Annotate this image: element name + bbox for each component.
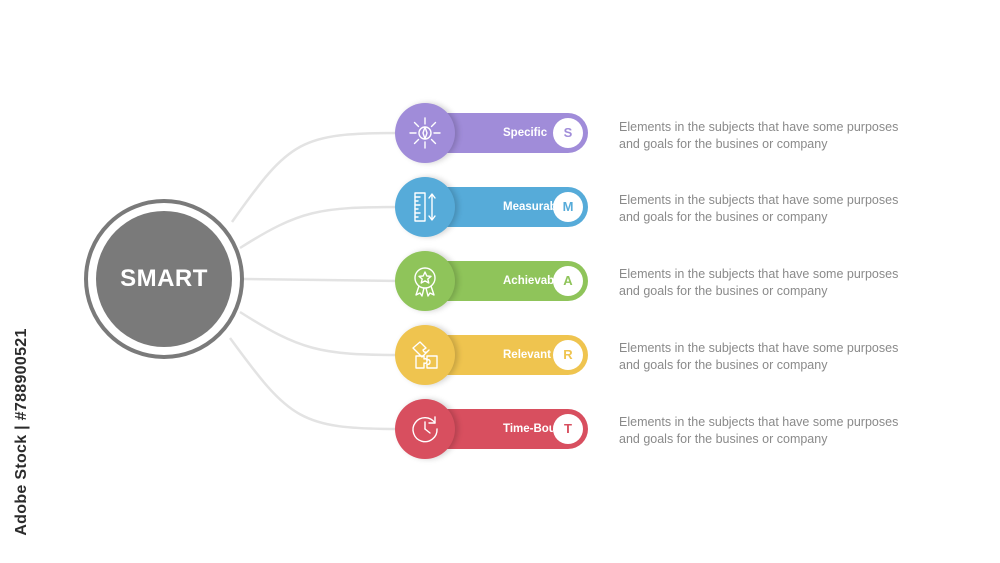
smart-item-achievable: Achievable A bbox=[395, 251, 588, 311]
watermark-text: Adobe Stock | #788900521 bbox=[13, 327, 30, 536]
ruler-icon bbox=[395, 177, 455, 237]
measurable-letter-badge: M bbox=[553, 192, 583, 222]
time-bound-description-line-2: and goals for the busines or company bbox=[619, 432, 828, 446]
relevant-label: Relevant bbox=[503, 349, 551, 361]
smart-hub: SMART bbox=[96, 211, 232, 347]
time-bound-description: Elements in the subjects that have some … bbox=[619, 414, 929, 448]
connector-line-relevant bbox=[239, 310, 401, 357]
connector-line-measurable bbox=[239, 205, 401, 250]
time-bound-letter-badge: T bbox=[553, 414, 583, 444]
stock-watermark: Adobe Stock | #788900521 bbox=[2, 300, 42, 563]
clock-cycle-icon bbox=[395, 399, 455, 459]
smart-item-measurable: Measurable M bbox=[395, 177, 588, 237]
relevant-letter-badge: R bbox=[553, 340, 583, 370]
hub-title: SMART bbox=[120, 265, 208, 292]
relevant-description-line-1: Elements in the subjects that have some … bbox=[619, 341, 899, 355]
puzzle-icon bbox=[395, 325, 455, 385]
achievable-letter-badge: A bbox=[553, 266, 583, 296]
relevant-description-line-2: and goals for the busines or company bbox=[619, 358, 828, 372]
relevant-description: Elements in the subjects that have some … bbox=[619, 340, 929, 374]
measurable-description-line-1: Elements in the subjects that have some … bbox=[619, 193, 899, 207]
achievable-description-line-2: and goals for the busines or company bbox=[619, 284, 828, 298]
smart-hub-ring: SMART bbox=[84, 199, 244, 359]
smart-item-time-bound: Time-Bound T bbox=[395, 399, 588, 459]
measurable-label: Measurable bbox=[503, 201, 567, 213]
specific-letter-badge: S bbox=[553, 118, 583, 148]
specific-label: Specific bbox=[503, 127, 548, 139]
connector-line-achievable bbox=[243, 277, 401, 283]
measurable-description-line-2: and goals for the busines or company bbox=[619, 210, 828, 224]
compass-star-icon bbox=[395, 103, 455, 163]
achievable-label: Achievable bbox=[503, 275, 564, 287]
specific-description-line-1: Elements in the subjects that have some … bbox=[619, 120, 899, 134]
achievable-description: Elements in the subjects that have some … bbox=[619, 266, 929, 300]
connector-line-specific bbox=[230, 131, 401, 223]
connector-line-time-bound bbox=[228, 337, 401, 431]
specific-description: Elements in the subjects that have some … bbox=[619, 119, 929, 153]
achievable-description-line-1: Elements in the subjects that have some … bbox=[619, 267, 899, 281]
specific-description-line-2: and goals for the busines or company bbox=[619, 137, 828, 151]
smart-item-specific: Specific S bbox=[395, 103, 588, 163]
measurable-description: Elements in the subjects that have some … bbox=[619, 192, 929, 226]
smart-item-relevant: Relevant R bbox=[395, 325, 588, 385]
award-badge-icon bbox=[395, 251, 455, 311]
time-bound-description-line-1: Elements in the subjects that have some … bbox=[619, 415, 899, 429]
